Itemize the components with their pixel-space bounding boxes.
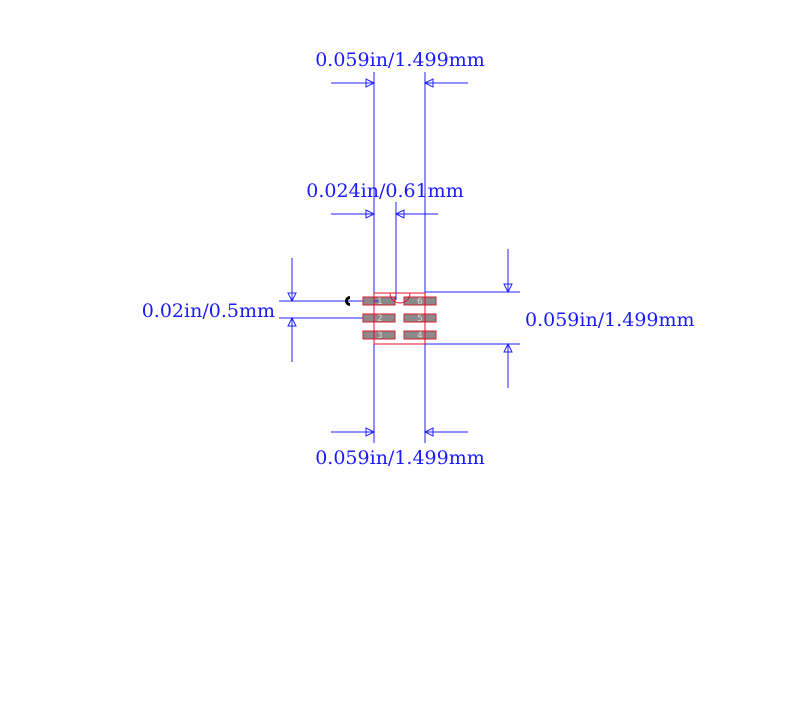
- pin1-marker-icon: [345, 296, 350, 306]
- bottom-width-label: 0.059in/1.499mm: [315, 447, 485, 469]
- pad-2: [362, 313, 396, 323]
- pad-4: [403, 330, 437, 340]
- pin-label-2: 2: [377, 314, 383, 324]
- pads: [362, 296, 437, 340]
- package-body-outline: [373, 292, 426, 345]
- pad-width-label: 0.024in/0.61mm: [306, 180, 463, 202]
- pin-label-5: 5: [417, 314, 423, 324]
- height-label: 0.059in/1.499mm: [525, 309, 695, 331]
- pad-3: [362, 330, 396, 340]
- pin-label-1: 1: [377, 297, 383, 307]
- top-width-label: 0.059in/1.499mm: [315, 49, 485, 71]
- pad-5: [403, 313, 437, 323]
- pin-label-3: 3: [377, 331, 383, 341]
- pad-6: [403, 296, 437, 306]
- pin-label-6: 6: [417, 297, 423, 307]
- pin-label-4: 4: [417, 331, 423, 341]
- pin1-notch: [389, 292, 411, 304]
- dimension-lines: [279, 72, 520, 443]
- pitch-label: 0.02in/0.5mm: [142, 300, 275, 322]
- pad-1: [362, 296, 396, 306]
